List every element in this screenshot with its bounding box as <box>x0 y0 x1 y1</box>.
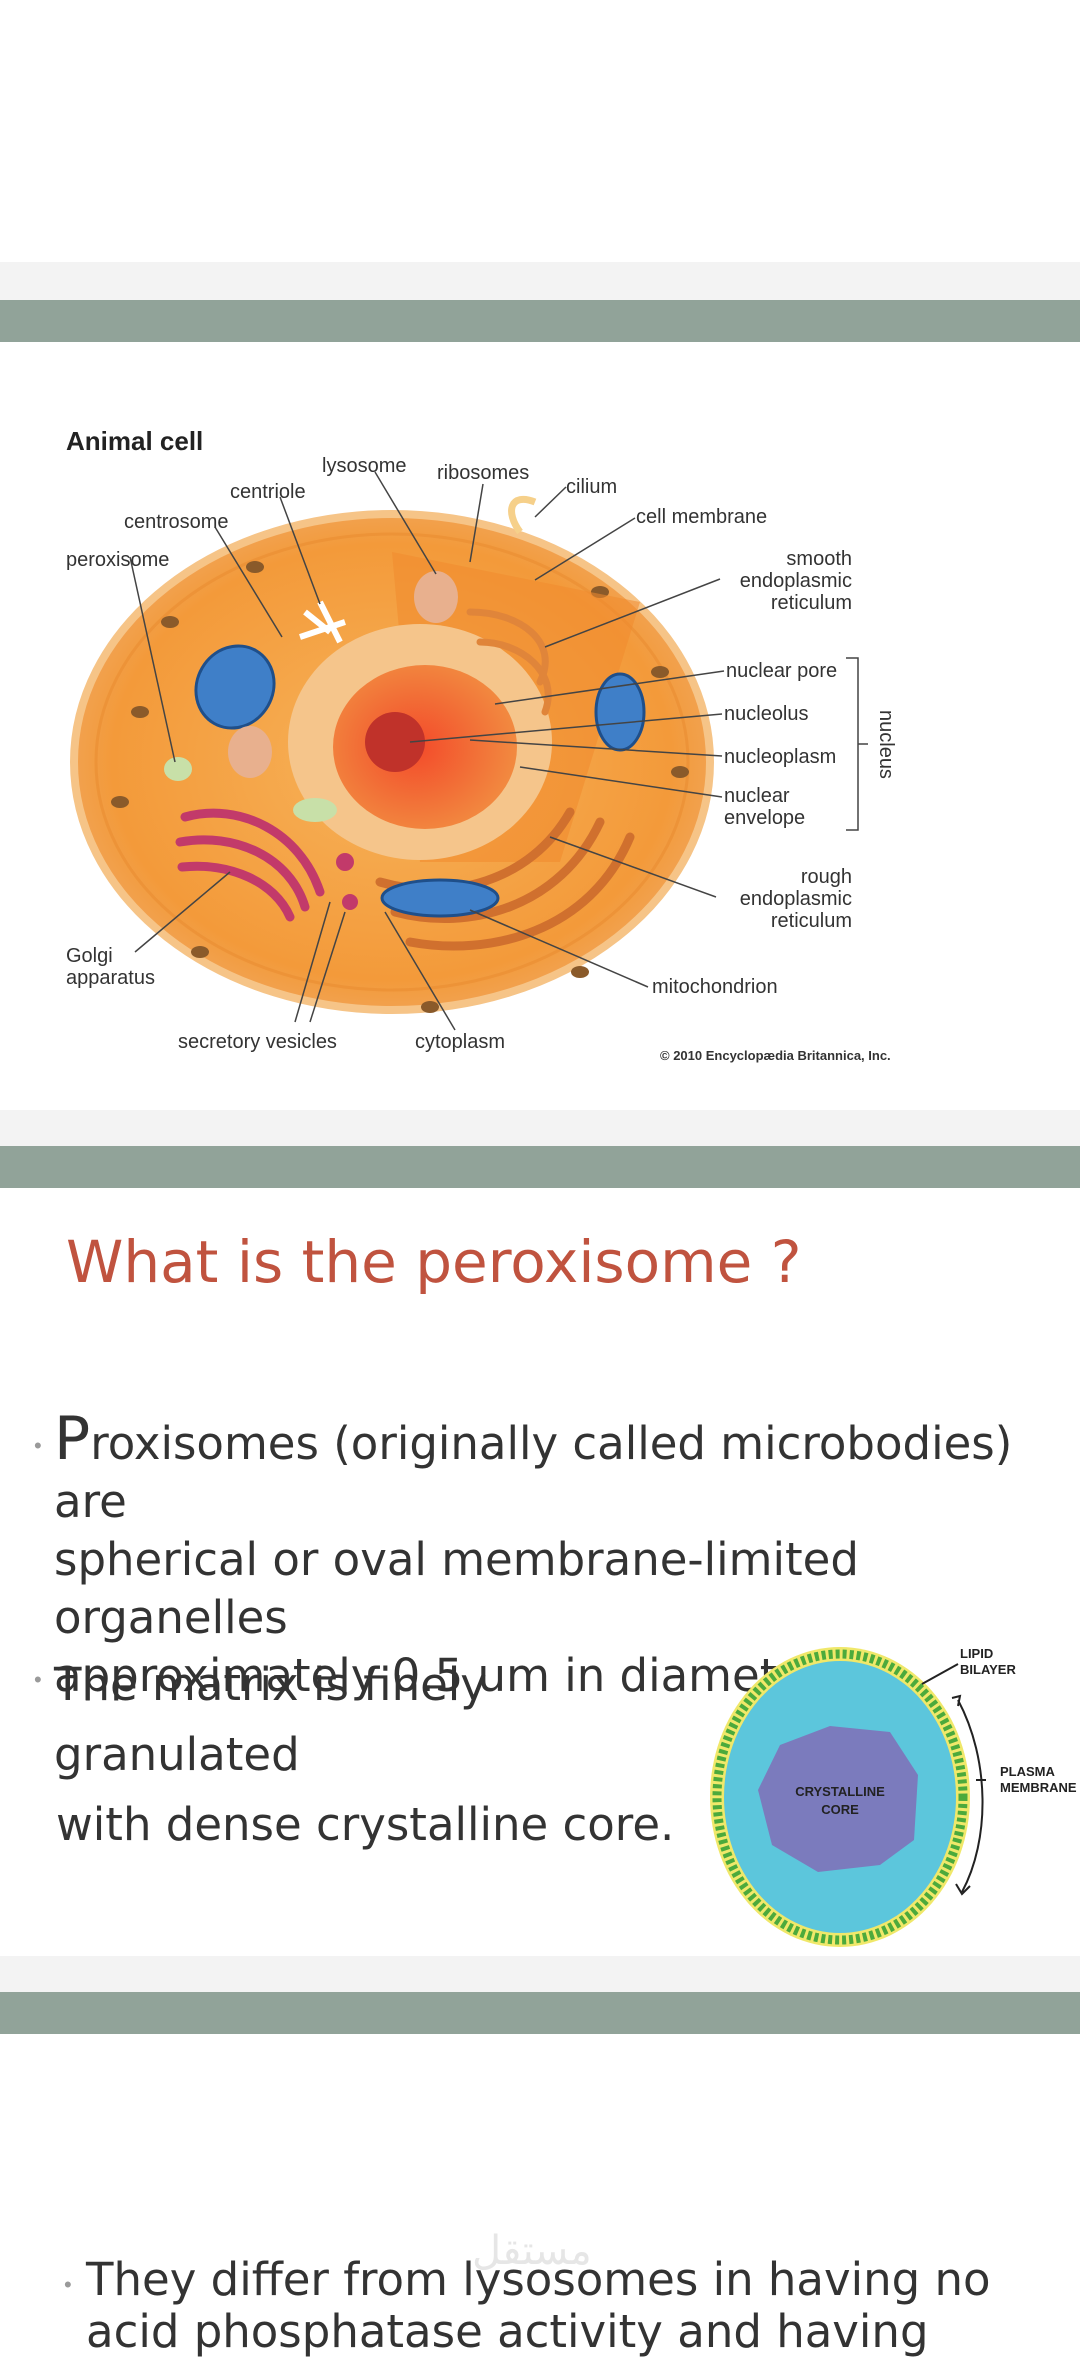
label-cilium: cilium <box>566 476 617 498</box>
bullet-dot: • <box>64 2272 72 2297</box>
core-label-1: CRYSTALLINE <box>795 1784 885 1799</box>
label-smooth-er-3: reticulum <box>771 592 852 614</box>
bullet-1-line-3: approximately 0.5 um in diameter. <box>54 1649 834 1702</box>
vesicle-shape <box>293 798 337 822</box>
cilium-shape <box>508 495 537 535</box>
slide-title: What is the peroxisome ? <box>66 1228 802 1296</box>
label-nuclear-pore: nuclear pore <box>726 660 837 682</box>
label-nucleus: nucleus <box>875 710 897 779</box>
bullet-1: Proxisomes (originally called microbodie… <box>54 1409 1064 1705</box>
label-golgi-2: apparatus <box>66 967 155 989</box>
bullet-3: They differ from lysosomes in having no … <box>86 2254 1076 2358</box>
plasma-label-2: MEMBRANE <box>1000 1780 1077 1795</box>
nucleus-bracket <box>846 657 868 831</box>
slide-animal-cell: Animal cell <box>0 342 1080 1110</box>
bullet-dot: • <box>34 1667 42 1692</box>
smooth-er-shape <box>466 608 552 716</box>
lipid-label-1: LIPID <box>960 1646 993 1661</box>
bullet-dot: • <box>34 1433 42 1458</box>
animal-cell-diagram: Animal cell <box>66 426 897 1063</box>
plasma-label-1: PLASMA <box>1000 1764 1056 1779</box>
core-label-2: CORE <box>821 1802 859 1817</box>
label-secretory-vesicles: secretory vesicles <box>178 1031 337 1053</box>
crystalline-core-shape <box>758 1726 918 1872</box>
copyright-text: © 2010 Encyclopædia Britannica, Inc. <box>660 1048 891 1063</box>
slide-separator-band <box>0 1146 1080 1188</box>
vesicle-shape <box>336 853 354 871</box>
lysosome-shape <box>414 571 458 623</box>
label-cell-membrane: cell membrane <box>636 506 767 528</box>
bullet-2-line-1: The matrix is finely granulated <box>54 1658 487 1781</box>
label-nucleoplasm: nucleoplasm <box>724 746 836 768</box>
vesicle-shape <box>342 894 358 910</box>
golgi-shape <box>175 808 325 922</box>
peroxisome-diagram: CRYSTALLINE CORE LIPID BILAYER PLASMA ME… <box>710 1646 1077 1947</box>
watermark-logo: مستقل <box>472 2228 592 2274</box>
slide-gap <box>0 1956 1080 1992</box>
vesicle-shape <box>228 726 272 778</box>
label-golgi-1: Golgi <box>66 945 113 967</box>
label-nuclear-envelope-1: nuclear <box>724 785 790 807</box>
label-nucleolus: nucleolus <box>724 703 809 725</box>
bullet-3-line-1: They differ from lysosomes in having no <box>86 2253 991 2306</box>
bullet-1-line-2: spherical or oval membrane-limited organ… <box>54 1533 859 1644</box>
bullet-2: The matrix is finely granulated with den… <box>54 1650 734 1860</box>
slide-gap <box>0 262 1080 300</box>
label-smooth-er-1: smooth <box>786 548 852 570</box>
lipid-label-2: BILAYER <box>960 1662 1016 1677</box>
label-centrosome: centrosome <box>124 511 229 533</box>
label-smooth-er-2: endoplasmic <box>740 570 852 592</box>
label-rough-er-1: rough <box>801 866 852 888</box>
label-peroxisome: peroxisome <box>66 549 169 571</box>
label-lysosome: lysosome <box>322 455 406 477</box>
label-rough-er-3: reticulum <box>771 910 852 932</box>
slide-differences <box>0 2034 1080 2340</box>
slide-separator-band <box>0 300 1080 342</box>
peroxisome-shape <box>164 757 192 781</box>
slide-gap <box>0 1110 1080 1146</box>
bullet-1-line-1: roxisomes (originally called microbodies… <box>54 1417 1013 1528</box>
label-cytoplasm: cytoplasm <box>415 1031 505 1053</box>
nucleus-shape <box>288 624 552 860</box>
leader-lines <box>129 471 725 1031</box>
bullet-3-line-2: acid phosphatase activity and having <box>86 2305 929 2358</box>
label-centriole: centriole <box>230 481 306 503</box>
drop-letter: P <box>54 1404 91 1474</box>
slide-separator-band <box>0 1992 1080 2034</box>
centriole-shape <box>299 600 346 644</box>
diagram-heading: Animal cell <box>66 426 203 456</box>
label-mitochondrion: mitochondrion <box>652 976 778 998</box>
mitochondrion-shape <box>194 644 646 918</box>
label-nuclear-envelope-2: envelope <box>724 807 805 829</box>
label-ribosomes: ribosomes <box>437 462 529 484</box>
bullet-2-line-2: with dense crystalline core. <box>56 1798 675 1851</box>
label-rough-er-2: endoplasmic <box>740 888 852 910</box>
